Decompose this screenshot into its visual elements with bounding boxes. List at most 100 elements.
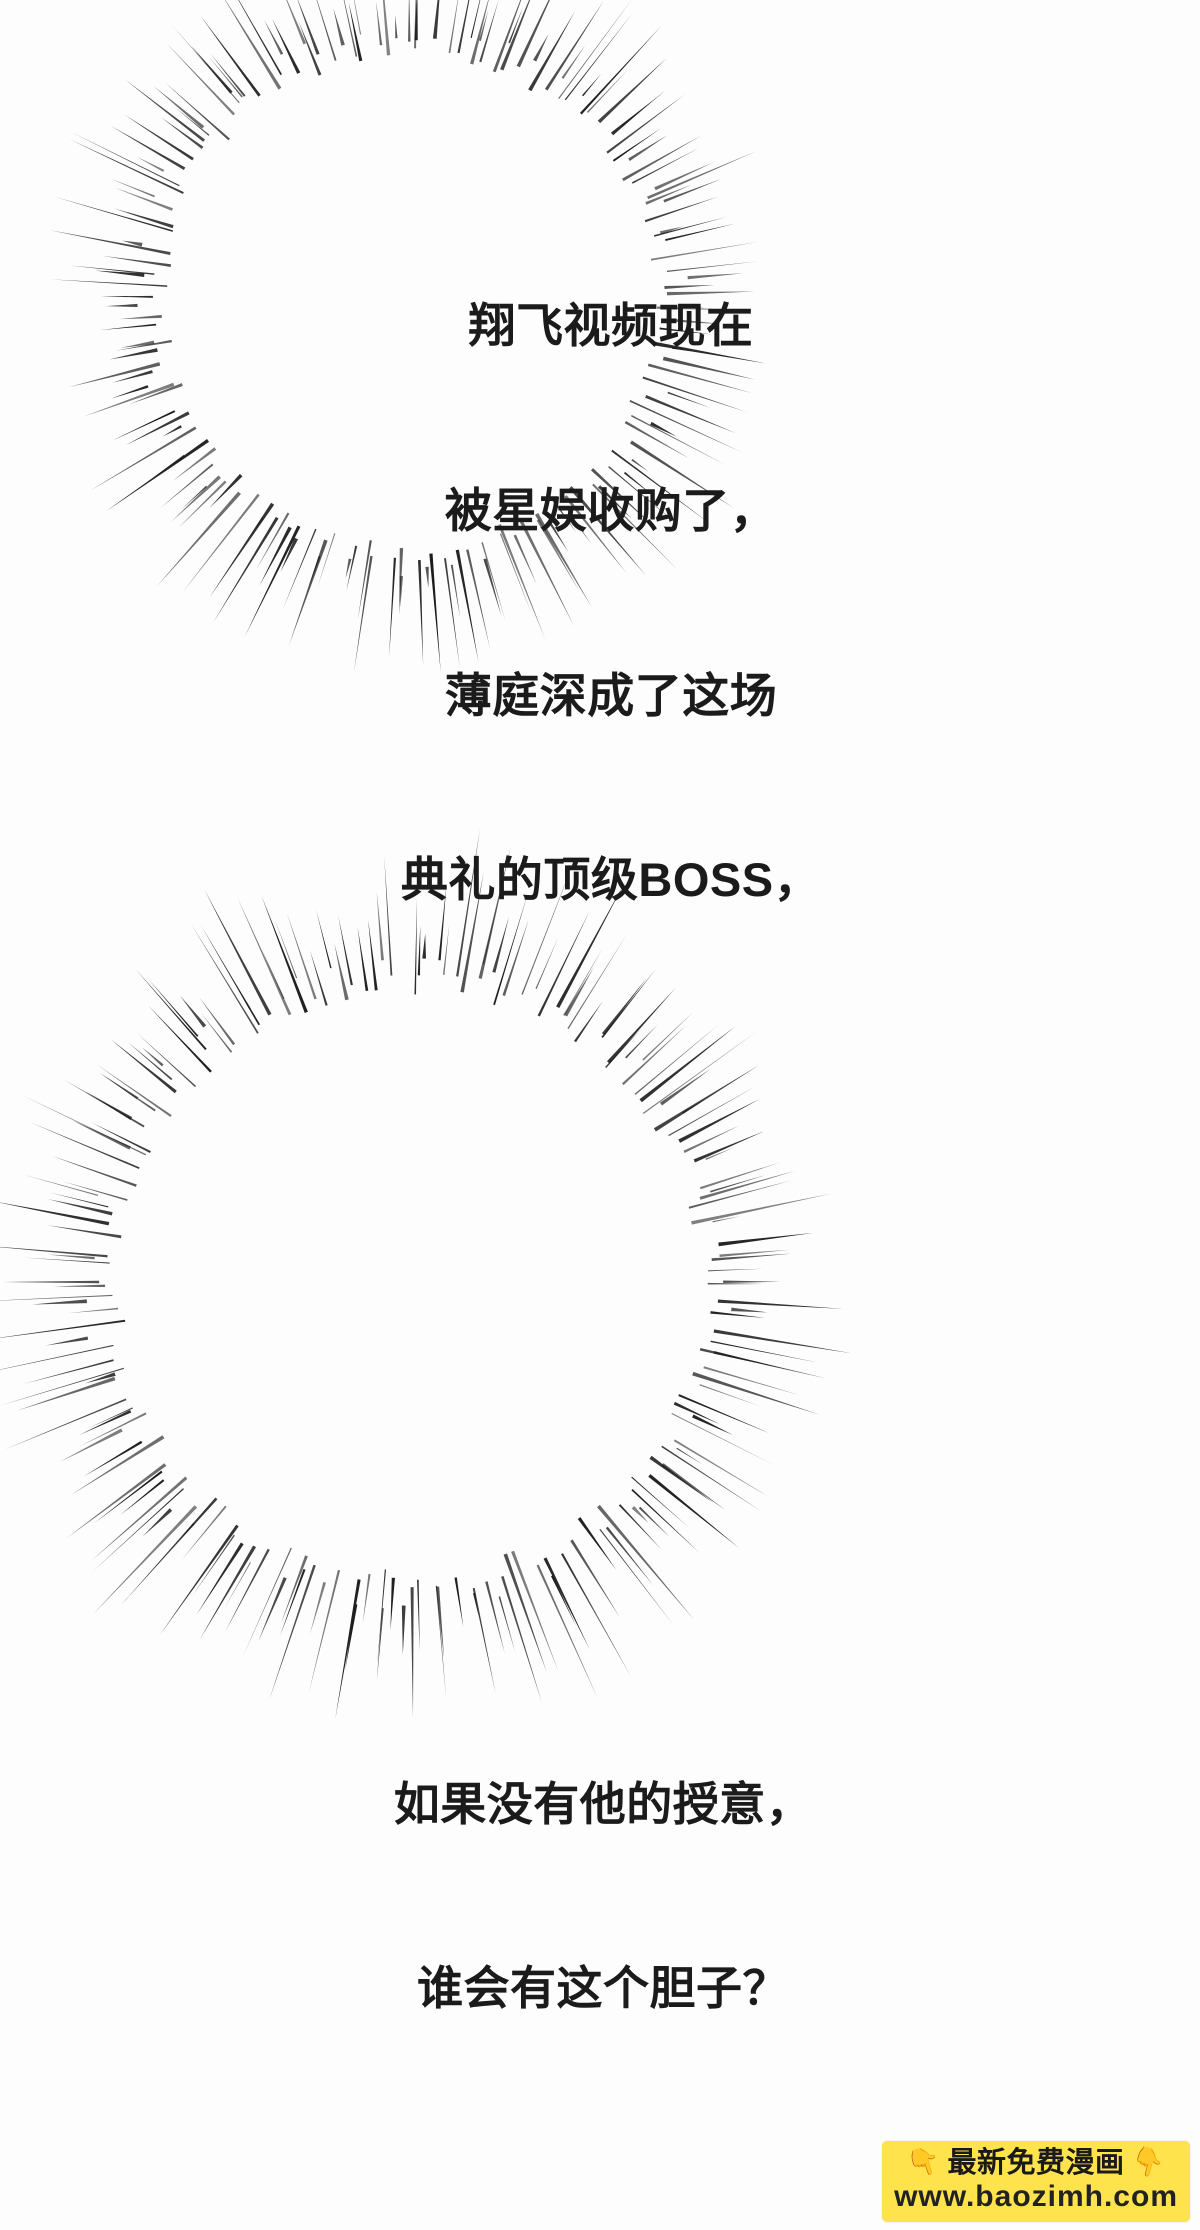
burst-ray [180, 995, 207, 1028]
burst-ray [70, 1435, 165, 1495]
burst-lines-svg [49, 0, 767, 674]
burst-ray [521, 860, 575, 995]
burst-ray [622, 135, 701, 182]
burst-ray [382, 0, 391, 56]
burst-ray [493, 893, 528, 1006]
burst-ray [508, 7, 523, 44]
burst-ray [0, 1319, 126, 1338]
burst-ray [606, 94, 685, 154]
burst-ray [119, 314, 162, 320]
burst-ray [343, 0, 358, 57]
burst-ray [53, 1284, 106, 1288]
burst-ray [109, 178, 155, 198]
burst-ray [92, 1488, 184, 1572]
burst-ray [454, 1577, 464, 1628]
burst-ray [653, 1065, 759, 1132]
burst-ray [671, 1412, 779, 1467]
burst-ray [47, 1225, 122, 1239]
burst-ray [120, 1479, 165, 1516]
burst-ray [457, 0, 470, 54]
watermark-badge[interactable]: 👇 最新免费漫画 👇 www.baozimh.com [882, 2140, 1190, 2222]
burst-ray [513, 534, 537, 585]
comic-panel-one: 翔飞视频现在 被星娱收购了， 薄庭深成了这场 典礼的顶级BOSS， [0, 0, 1200, 1000]
burst-ray [125, 411, 190, 446]
burst-ray [124, 114, 194, 161]
burst-ray [586, 68, 629, 113]
burst-ray [353, 0, 362, 35]
burst-ray [713, 1329, 853, 1354]
burst-ray [16, 1376, 116, 1411]
burst-ray [309, 949, 328, 1006]
burst-ray [89, 426, 197, 491]
burst-ray [389, 557, 397, 657]
burst-ray [654, 341, 767, 364]
burst-ray [653, 217, 726, 237]
burst-ray [72, 1120, 131, 1150]
speech-line: 典礼的顶级BOSS， [400, 853, 822, 907]
burst-ray [638, 1506, 670, 1538]
burst-ray [286, 0, 307, 45]
burst-ray [127, 1041, 173, 1081]
burst-ray [499, 533, 533, 616]
burst-ray [348, 2, 363, 62]
burst-ray [608, 466, 678, 525]
burst-ray [345, 558, 352, 579]
burst-ray [308, 1569, 341, 1693]
burst-ray [582, 73, 602, 97]
burst-ray [298, 21, 322, 76]
burst-ray [399, 576, 404, 608]
burst-ray [710, 1340, 819, 1363]
burst-ray [271, 18, 301, 74]
burst-ray [198, 996, 236, 1046]
burst-ray [650, 241, 758, 261]
speech-text-two: 如果没有他的授意， 谁会有这个胆子？ [0, 1652, 1200, 2141]
burst-ray [142, 1508, 173, 1537]
burst-ray [665, 223, 735, 242]
burst-ray [455, 549, 479, 663]
burst-ray [179, 1522, 195, 1540]
watermark-url[interactable]: www.baozimh.com [894, 2180, 1178, 2213]
burst-ray [571, 517, 592, 544]
burst-ray [106, 303, 138, 307]
burst-ray [200, 1012, 233, 1053]
burst-ray [607, 988, 676, 1064]
burst-ray [543, 1557, 590, 1650]
burst-ray [115, 187, 173, 211]
burst-ray [344, 1604, 358, 1671]
burst-ray [414, 0, 418, 41]
burst-ray [190, 923, 259, 1034]
burst-ray [682, 1099, 705, 1114]
burst-ray [410, 1587, 414, 1718]
burst-ray [233, 980, 251, 1010]
burst-ray [528, 11, 576, 92]
burst-ray [171, 475, 221, 522]
burst-ray [68, 362, 161, 388]
burst-ray [570, 1539, 621, 1619]
burst-ray [629, 400, 743, 453]
burst-ray [667, 391, 711, 408]
burst-ray [563, 947, 604, 1016]
burst-ray [209, 502, 275, 598]
burst-ray [630, 414, 726, 465]
burst-ray [712, 1216, 741, 1223]
burst-ray [78, 1412, 147, 1447]
burst-ray [628, 135, 668, 161]
burst-ray [262, 950, 285, 1000]
burst-ray [376, 1, 383, 46]
pointing-down-hand-icon: 👇 [903, 2143, 945, 2182]
burst-ray [707, 1282, 763, 1285]
burst-ray [534, 513, 592, 608]
burst-ray [501, 1576, 543, 1704]
burst-ray [91, 1476, 188, 1561]
burst-ray [286, 912, 317, 1000]
burst-ray [417, 559, 424, 665]
burst-lines-svg [0, 828, 853, 1720]
burst-ray [482, 897, 499, 965]
burst-ray [210, 54, 246, 97]
speech-line: 被星娱收购了， [444, 483, 778, 537]
burst-ray [666, 261, 758, 273]
burst-ray [597, 1504, 695, 1621]
burst-ray [395, 15, 398, 39]
burst-ray [558, 0, 632, 99]
